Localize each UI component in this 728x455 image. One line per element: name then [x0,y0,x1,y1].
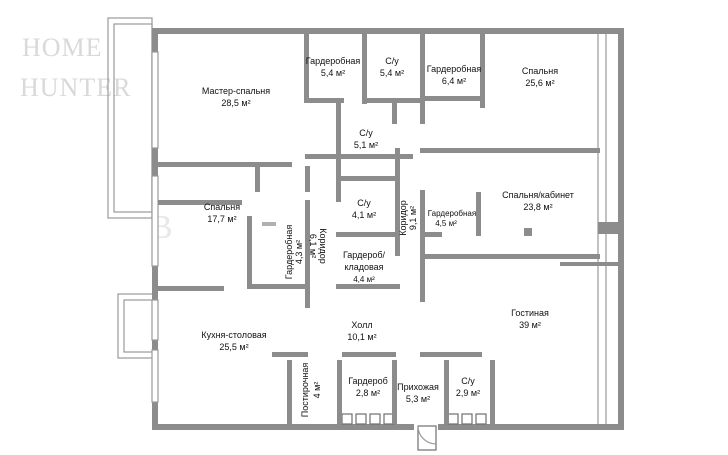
watermark-line2: HUNTER [20,73,131,102]
room-bathroom-3: С/у 4,1 м² [352,198,376,220]
room-corridor-1-area: 6,1 м² [308,234,318,258]
balcony-top [107,17,153,219]
room-living-room-name: Гостиная [511,308,549,318]
room-bathroom-1-name: С/у [385,56,399,66]
room-master-bedroom-area: 28,5 м² [221,98,250,108]
room-storage-name-line2: кладовая [344,262,383,272]
room-wardrobe-2: Гардеробная 6,4 м² [427,64,482,86]
room-bathroom-4-area: 2,9 м² [456,388,480,398]
room-bathroom-3-area: 4,1 м² [352,210,376,220]
room-corridor-1-name: Коридор [318,228,328,264]
outer-walls [151,28,624,430]
room-kitchen: Кухня-столовая 25,5 м² [201,330,266,352]
room-hall: Холл 10,1 м² [347,320,376,342]
room-master-bedroom-name: Мастер-спальня [202,86,270,96]
room-wardrobe-1-name: Гардеробная [306,56,361,66]
room-bedroom-1-area: 25,6 м² [525,78,554,88]
room-wardrobe-5: Гардероб 2,8 м² [348,376,388,398]
room-bedroom-2-area: 17,7 м² [207,214,236,224]
room-hall-area: 10,1 м² [347,332,376,342]
room-wardrobe-2-area: 6,4 м² [442,76,466,86]
room-laundry-name: Постирочная [300,363,310,418]
room-bathroom-1: С/у 5,4 м² [380,56,404,78]
room-bedroom-office-area: 23,8 м² [523,202,552,212]
room-bathroom-2-area: 5,1 м² [354,140,378,150]
room-corridor-2: Коридор 9,1 м² [398,200,418,236]
room-bedroom-1-name: Спальня [522,66,558,76]
room-entrance: Прихожая 5,3 м² [397,382,439,404]
room-bathroom-3-name: С/у [357,198,371,208]
room-bedroom-office-name: Спальня/кабинет [502,190,574,200]
room-bedroom-2: Спальня 17,7 м² [204,202,240,224]
room-corridor-1: Коридор 6,1 м² [308,228,328,264]
watermark-line1: HOME [22,33,103,62]
room-bathroom-2: С/у 5,1 м² [354,128,378,150]
room-entrance-area: 5,3 м² [406,394,430,404]
entrance-door [414,422,438,451]
room-kitchen-name: Кухня-столовая [201,330,266,340]
room-bathroom-1-area: 5,4 м² [380,68,404,78]
room-bedroom-1: Спальня 25,6 м² [522,66,558,88]
room-bathroom-4-name: С/у [461,376,475,386]
home-hunter-watermark: HOME HUNTER B [20,33,173,246]
interior-walls [158,34,600,424]
room-bedroom-office: Спальня/кабинет 23,8 м² [502,190,574,212]
room-master-bedroom: Мастер-спальня 28,5 м² [202,86,270,108]
room-wardrobe-4: Гардеробная 4,5 м² [428,209,476,228]
room-kitchen-area: 25,5 м² [219,342,248,352]
room-wardrobe-5-name: Гардероб [348,376,388,386]
room-living-room: Гостиная 39 м² [511,308,549,330]
room-corridor-2-name: Коридор [398,200,408,236]
room-wardrobe-4-area: 4,5 м² [435,219,457,228]
room-bathroom-4: С/у 2,9 м² [456,376,480,398]
room-wardrobe-4-name: Гардеробная [428,209,476,218]
room-wardrobe-1: Гардеробная 5,4 м² [306,56,361,78]
room-bedroom-2-name: Спальня [204,202,240,212]
room-corridor-2-area: 9,1 м² [408,206,418,230]
room-wardrobe-3: Гардеробная 4,3 м² [284,225,304,280]
room-storage-area: 4,4 м² [353,275,375,284]
room-wardrobe-3-name: Гардеробная [284,225,294,280]
room-laundry: Постирочная 4 м² [300,363,322,418]
room-wardrobe-2-name: Гардеробная [427,64,482,74]
room-laundry-area: 4 м² [312,382,322,399]
room-wardrobe-5-area: 2,8 м² [356,388,380,398]
room-storage-name-line1: Гардероб/ [343,250,386,260]
room-entrance-name: Прихожая [397,382,439,392]
room-bathroom-2-name: С/у [359,128,373,138]
room-living-room-area: 39 м² [519,320,541,330]
room-wardrobe-1-area: 5,4 м² [321,68,345,78]
room-hall-name: Холл [351,320,372,330]
room-wardrobe-3-area: 4,3 м² [294,240,304,264]
room-storage: Гардероб/ кладовая 4,4 м² [343,250,386,284]
balcony-bottom [117,293,157,359]
